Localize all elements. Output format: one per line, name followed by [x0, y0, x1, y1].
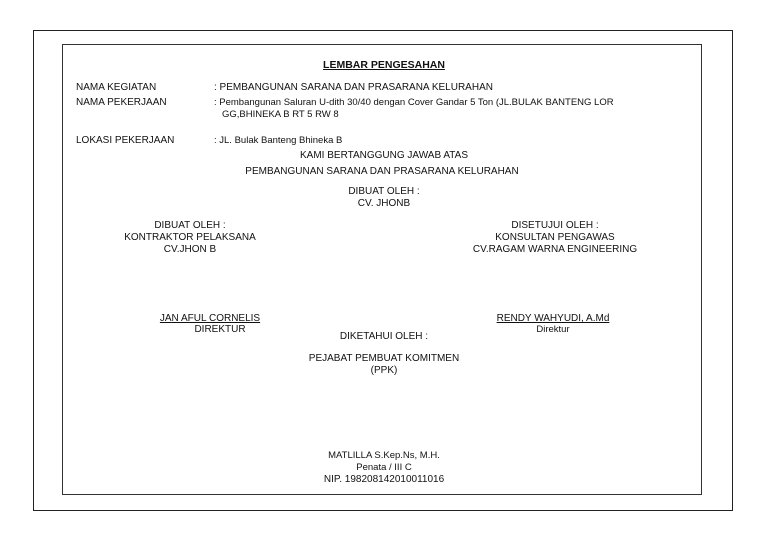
made-by-center-name: CV. JHONB — [357, 198, 411, 209]
official-nip: NIP. 198208142010011016 — [323, 474, 445, 485]
statement-line2: PEMBANGUNAN SARANA DAN PRASARANA KELURAH… — [245, 166, 519, 177]
value-lokasi-pekerjaan: : JL. Bulak Banteng Bhineka B — [214, 135, 343, 146]
label-lokasi-pekerjaan: LOKASI PEKERJAAN — [76, 135, 175, 146]
signer-right-position: Direktur — [536, 324, 570, 335]
value-nama-pekerjaan-line2: GG,BHINEKA B RT 5 RW 8 — [222, 109, 339, 120]
made-by-left-role: KONTRAKTOR PELAKSANA — [124, 232, 256, 243]
made-by-left-heading: DIBUAT OLEH : — [154, 220, 226, 231]
document-title: LEMBAR PENGESAHAN — [323, 59, 445, 71]
statement-line1: KAMI BERTANGGUNG JAWAB ATAS — [300, 150, 468, 161]
known-by-heading: DIKETAHUI OLEH : — [339, 331, 429, 342]
signer-left-position: DIREKTUR — [194, 324, 246, 335]
approved-right-company: CV.RAGAM WARNA ENGINEERING — [472, 244, 638, 255]
made-by-left-company: CV.JHON B — [163, 244, 217, 255]
outer-border — [33, 30, 733, 511]
official-rank: Penata / III C — [356, 462, 412, 473]
inner-border — [62, 44, 702, 495]
value-nama-pekerjaan-line1: : Pembangunan Saluran U-dith 30/40 denga… — [214, 97, 614, 108]
known-by-role-line1: PEJABAT PEMBUAT KOMITMEN — [308, 353, 460, 364]
label-nama-kegiatan: NAMA KEGIATAN — [76, 82, 157, 93]
label-nama-pekerjaan: NAMA PEKERJAAN — [76, 97, 167, 108]
signer-right-name: RENDY WAHYUDI, A.Md — [496, 313, 610, 324]
value-nama-kegiatan: : PEMBANGUNAN SARANA DAN PRASARANA KELUR… — [214, 82, 493, 93]
known-by-role-line2: (PPK) — [370, 365, 398, 376]
official-name: MATLILLA S.Kep.Ns, M.H. — [328, 450, 440, 461]
approved-right-role: KONSULTAN PENGAWAS — [495, 232, 615, 243]
approved-right-heading: DISETUJUI OLEH : — [511, 220, 599, 231]
made-by-center-heading: DIBUAT OLEH : — [348, 186, 420, 197]
signer-left-name: JAN AFUL CORNELIS — [159, 313, 261, 324]
